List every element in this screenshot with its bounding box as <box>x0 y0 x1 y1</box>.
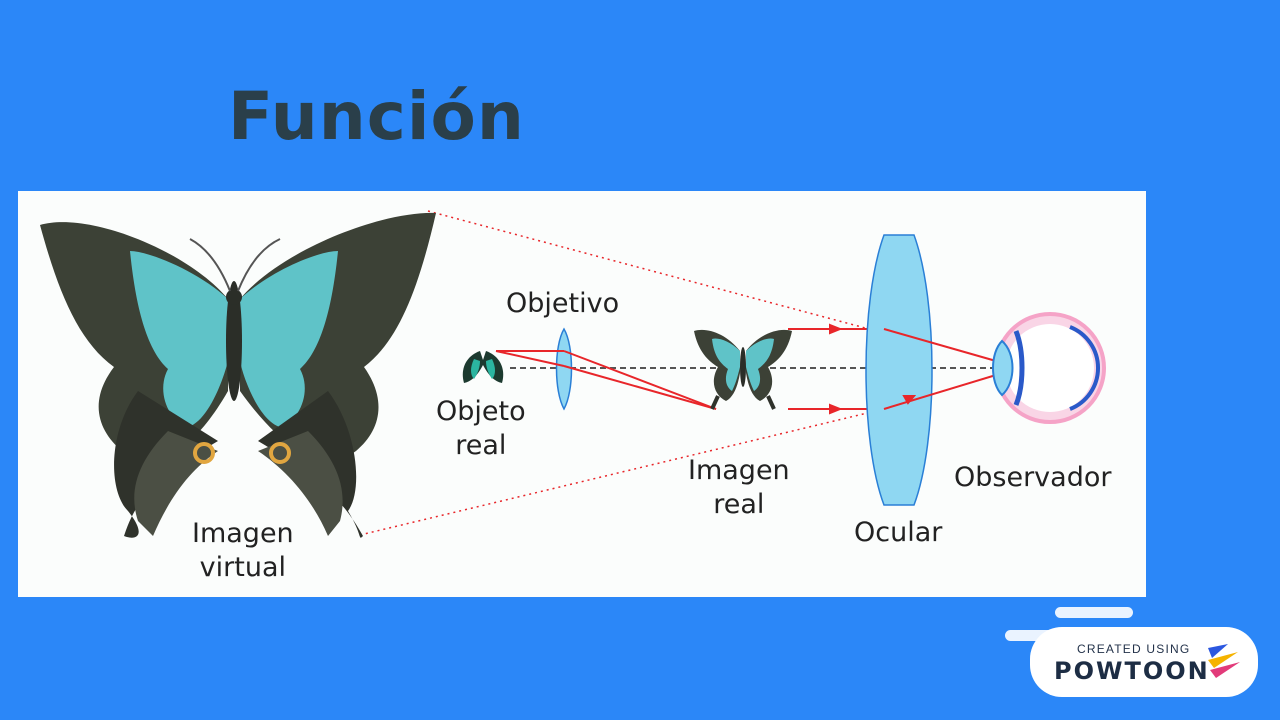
objective-lens <box>555 327 573 411</box>
objective-rays <box>495 350 717 410</box>
label-ocular: Ocular <box>854 517 943 548</box>
eye-rays <box>883 328 997 410</box>
label-imagen-virtual: Imagen virtual <box>192 518 294 583</box>
ocular-lens <box>865 234 933 506</box>
projection-line-top <box>427 210 885 334</box>
label-observador: Observador <box>954 462 1112 493</box>
real-image-butterfly <box>694 329 792 410</box>
label-imagen-real: Imagen real <box>688 455 790 520</box>
slide-title: Función <box>228 78 525 155</box>
powtoon-logo-icon <box>1208 644 1240 678</box>
badge-decor-line-top <box>1055 607 1133 618</box>
microscope-diagram: Objetivo Objeto real Imagen real Ocular … <box>18 191 1146 597</box>
powtoon-badge[interactable]: CREATED USING POWTOON <box>1030 627 1258 697</box>
real-object-butterfly <box>462 351 504 383</box>
label-objeto-real: Objeto real <box>436 396 526 461</box>
observer-eye <box>992 312 1106 424</box>
diagram-drawing <box>40 210 1106 538</box>
badge-brand: POWTOON <box>1054 657 1210 685</box>
badge-created-using: CREATED USING <box>1077 642 1191 656</box>
virtual-image-butterfly <box>40 212 436 538</box>
label-objetivo: Objetivo <box>506 288 620 319</box>
